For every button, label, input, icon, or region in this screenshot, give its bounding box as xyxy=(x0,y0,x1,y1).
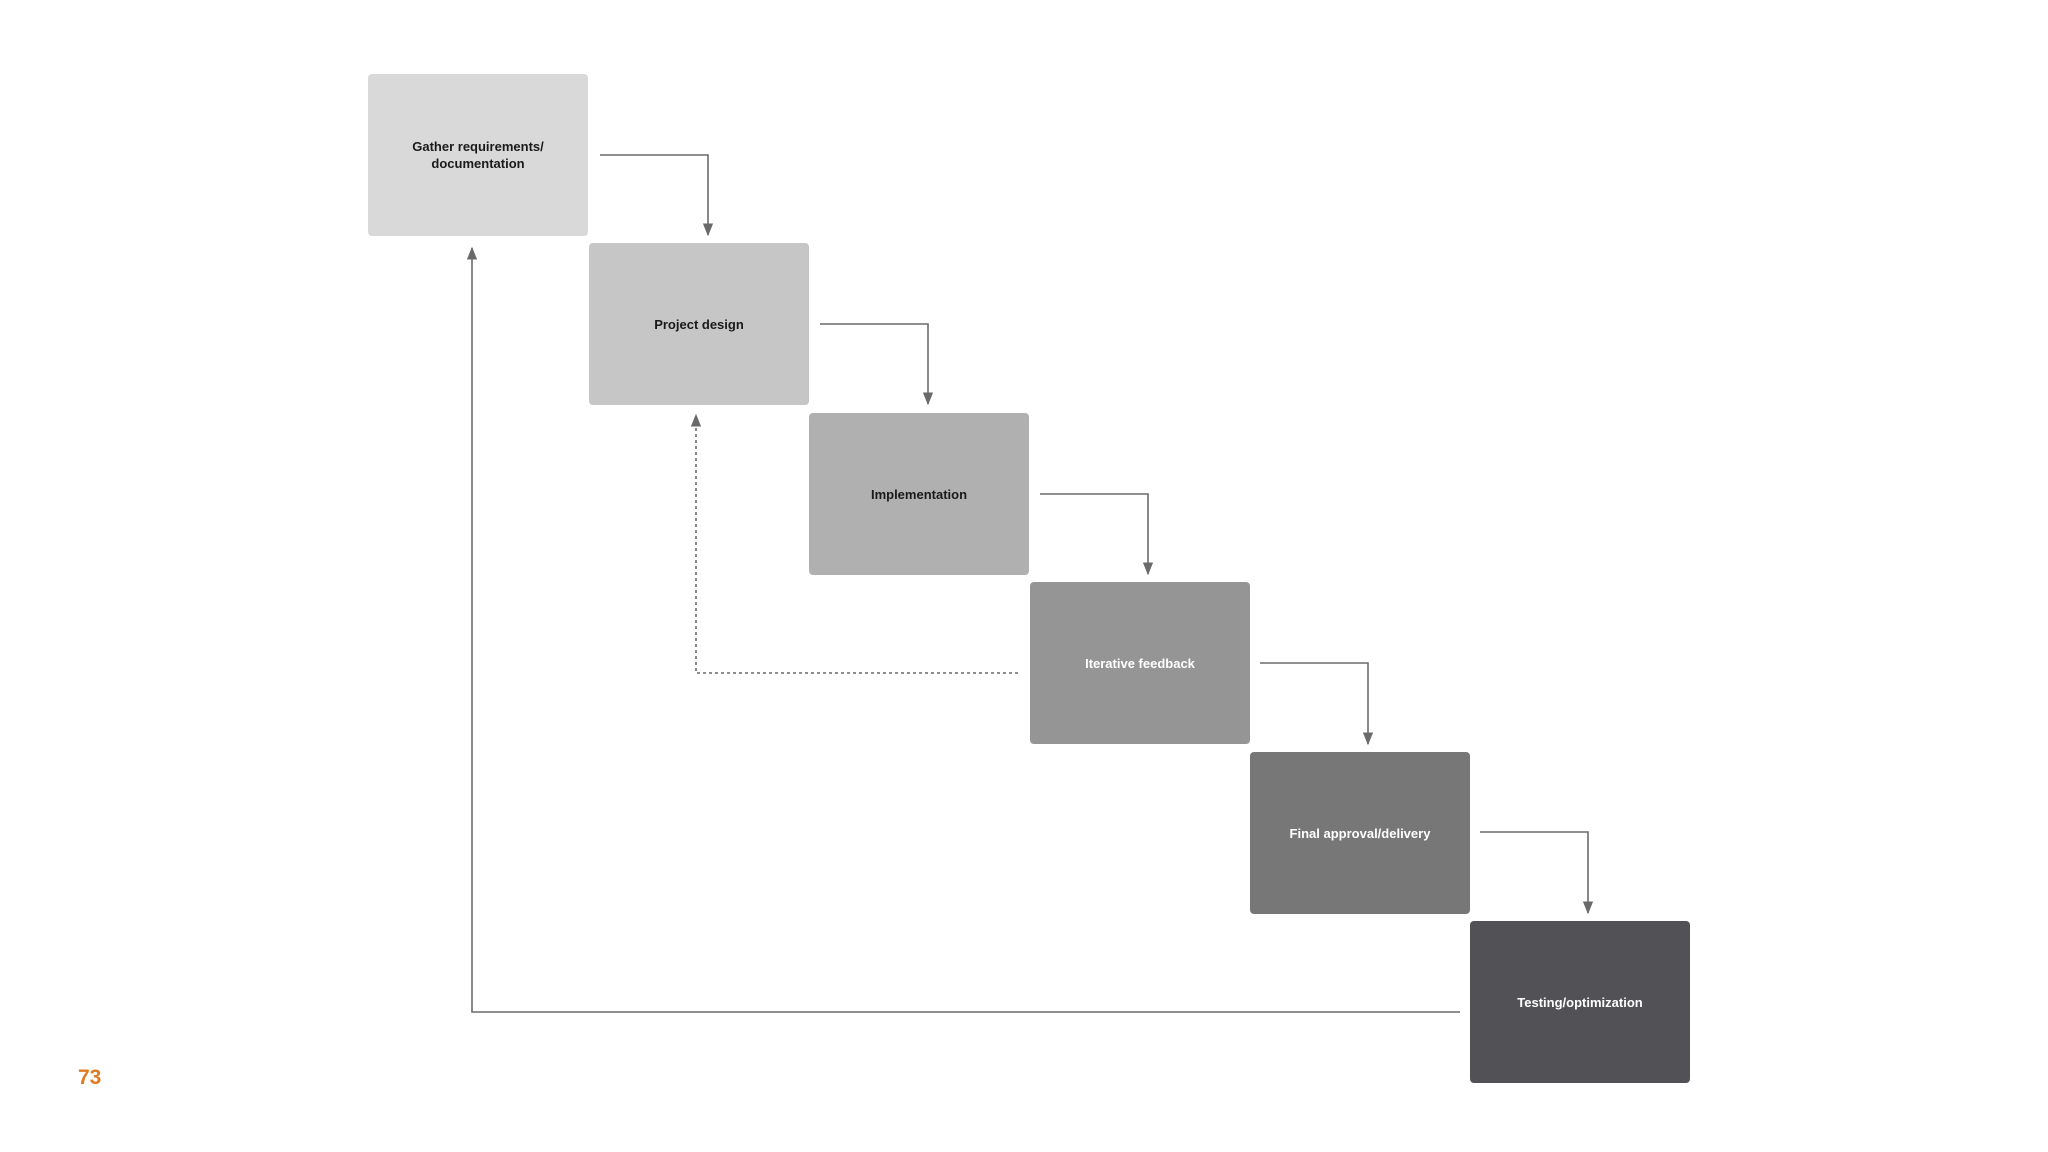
step-label: Final approval/delivery xyxy=(1289,825,1431,841)
step-implementation: Implementation xyxy=(809,413,1029,575)
step-label: Testing/optimization xyxy=(1517,994,1643,1010)
connector-gather-to-design xyxy=(600,154,714,237)
step-testing-optimization: Testing/optimization xyxy=(1470,921,1690,1083)
step-project-design: Project design xyxy=(589,243,809,405)
step-final-approval: Final approval/delivery xyxy=(1250,752,1470,914)
page-number: 73 xyxy=(78,1066,102,1089)
step-label: Iterative feedback xyxy=(1085,655,1195,671)
step-iterative-feedback: Iterative feedback xyxy=(1030,582,1250,744)
connector-approval-to-testing xyxy=(1480,831,1594,915)
step-label: Gather requirements/ documentation xyxy=(412,139,544,171)
connector-design-to-implementation xyxy=(820,323,934,406)
step-gather-requirements: Gather requirements/ documentation xyxy=(368,74,588,236)
connector-implementation-to-feedback xyxy=(1040,493,1154,576)
connector-feedback-to-approval xyxy=(1260,662,1374,746)
connector-testing-loop-to-gather xyxy=(466,246,1460,1013)
step-label: Project design xyxy=(654,316,744,332)
connector-feedback-loop-to-design xyxy=(690,413,1018,674)
step-label: Implementation xyxy=(870,486,968,502)
